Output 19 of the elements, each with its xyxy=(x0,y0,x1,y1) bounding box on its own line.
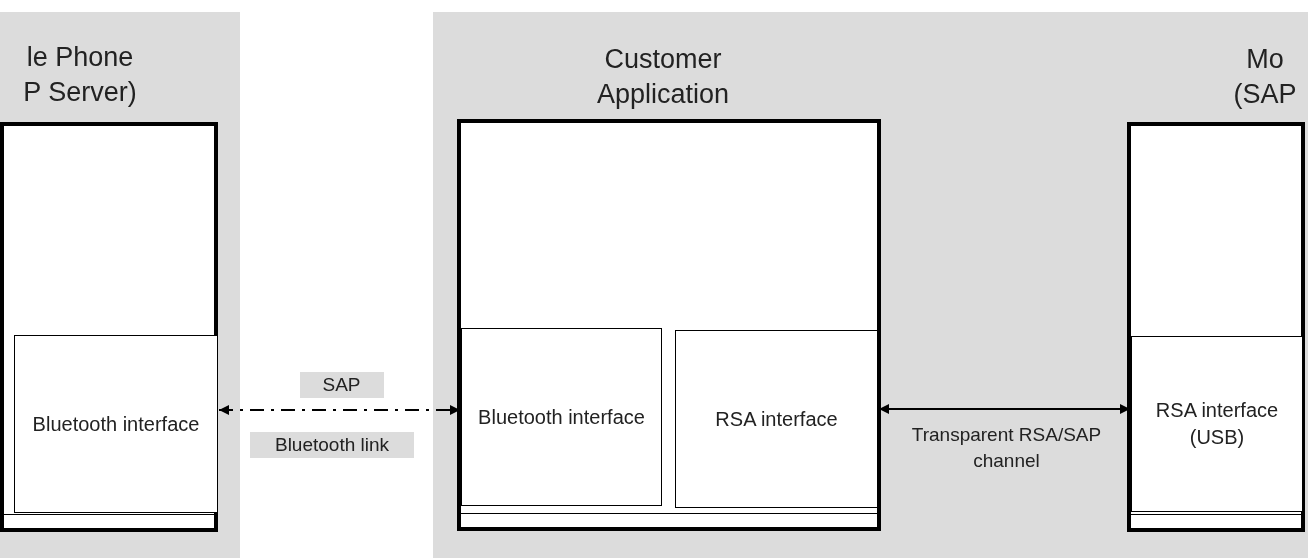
interface-label: Bluetooth interface xyxy=(32,411,200,437)
interface-box xyxy=(675,330,878,508)
link-label: Bluetooth link xyxy=(250,432,414,458)
device-box xyxy=(0,122,218,532)
device-box xyxy=(1127,122,1305,532)
interface-box xyxy=(461,328,662,506)
interface-box xyxy=(1131,336,1303,512)
device-panel xyxy=(433,12,1123,558)
device-box xyxy=(457,119,881,531)
device-panel xyxy=(1123,12,1308,558)
interface-label: Bluetooth interface xyxy=(478,404,645,430)
edge-label: SAP xyxy=(299,372,384,398)
interface-box xyxy=(14,335,218,513)
device-title: Customer Application xyxy=(595,43,731,112)
device-title: Mo (SAP xyxy=(1232,43,1298,112)
device-panel xyxy=(0,12,240,558)
interface-label: RSA interface xyxy=(715,406,838,432)
device-title: le Phone P Server) xyxy=(22,41,138,110)
interface-label: RSA interface (USB) xyxy=(1154,398,1280,450)
